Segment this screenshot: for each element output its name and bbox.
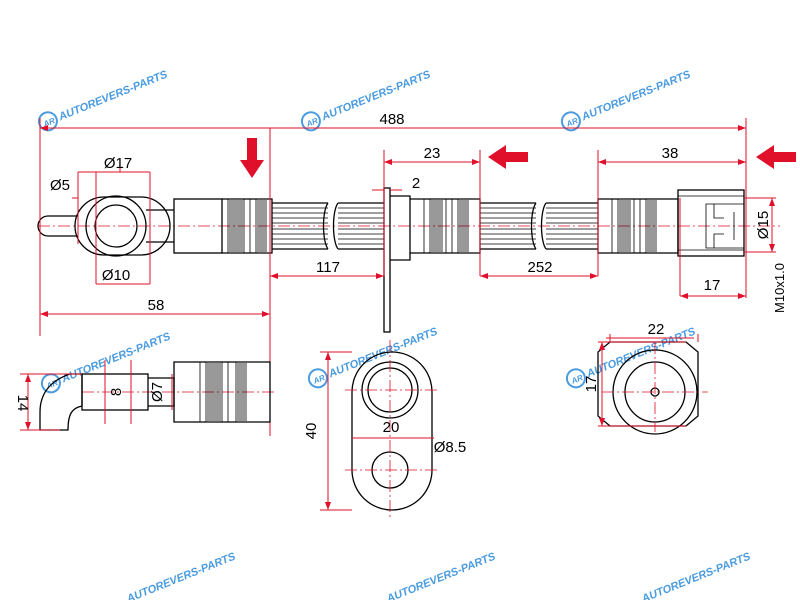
dim-side-height: 14 [14,395,31,412]
dim-pin-diameter: Ø5 [50,177,70,194]
dim-bracket-height: 40 [303,423,320,440]
banjo-pin [37,215,78,237]
ar-logo-icon [40,373,61,394]
watermark-logo-text: AR [569,373,584,386]
watermark-logo-text: AR [41,116,56,129]
dim-mid-hose-2: 252 [527,259,552,276]
dim-bracket-offset: 23 [424,145,441,162]
watermark-text: AUTOREVERS-PARTS [384,550,498,600]
red-arrow-icon [240,138,264,178]
left-fitting [173,198,273,254]
watermark-logo-text: AR [564,116,579,129]
hose-segment-1 [272,202,384,250]
watermark-text: AUTOREVERS-PARTS [579,68,693,123]
watermark-text: AUTOREVERS-PARTS [56,68,170,123]
ar-logo-icon [565,368,586,389]
watermark-group: AR AUTOREVERS-PARTS AR AUTOREVERS-PARTS … [37,68,753,600]
ar-logo-icon [560,111,581,132]
dim-left-end-length: 58 [148,297,165,314]
dim-bracket-hole-diameter: Ø8.5 [434,439,467,456]
hose-segment-2 [480,202,598,250]
side-view: 14 8 Ø7 [14,360,275,431]
dim-eye-inner-diameter: Ø10 [102,267,130,284]
dim-eye-outer-diameter: Ø17 [104,155,132,172]
dim-fitting-diameter: Ø15 [755,211,772,239]
red-arrow-icon [756,145,796,169]
watermark-9: AUTOREVERS-PARTS [639,550,753,600]
dim-side-diameter: Ø7 [149,382,166,402]
hex-end-view: 22 17 [583,321,708,435]
red-arrow-icon [488,145,528,169]
dim-thread: M10x1.0 [772,263,787,313]
watermark-1: AR AUTOREVERS-PARTS [37,68,170,132]
main-hose-view [37,187,780,333]
right-fitting [597,189,745,257]
dim-total-length: 488 [379,111,404,128]
dim-side-width: 8 [108,388,125,396]
dim-fitting-length: 17 [704,277,721,294]
dimension-texts: 488 23 2 38 Ø5 Ø17 Ø10 58 117 252 17 Ø15… [50,111,787,314]
ar-logo-icon [307,368,328,389]
dim-right-end-length: 38 [662,145,679,162]
watermark-2: AR AUTOREVERS-PARTS [300,68,433,132]
watermark-text: AUTOREVERS-PARTS [124,550,238,600]
dim-hex-height: 17 [583,376,600,393]
dim-bracket-hole-spacing: 20 [383,419,400,436]
dimension-lines [39,118,776,436]
watermark-7: AUTOREVERS-PARTS [124,550,238,600]
watermark-3: AR AUTOREVERS-PARTS [560,68,693,132]
watermark-text: AUTOREVERS-PARTS [319,68,433,123]
watermark-logo-text: AR [304,116,319,129]
dim-bracket-thickness: 2 [412,175,420,192]
watermark-logo-text: AR [311,373,326,386]
direction-arrows [240,138,796,178]
dim-mid-hose-1: 117 [316,259,340,276]
watermark-8: AUTOREVERS-PARTS [384,550,498,600]
banjo-eye [74,195,174,257]
bracket-view: 40 20 Ø8.5 [303,340,466,520]
ar-logo-icon [300,111,321,132]
middle-bracket-fitting [383,187,481,333]
dim-hex-width: 22 [648,321,665,338]
watermark-text: AUTOREVERS-PARTS [639,550,753,600]
